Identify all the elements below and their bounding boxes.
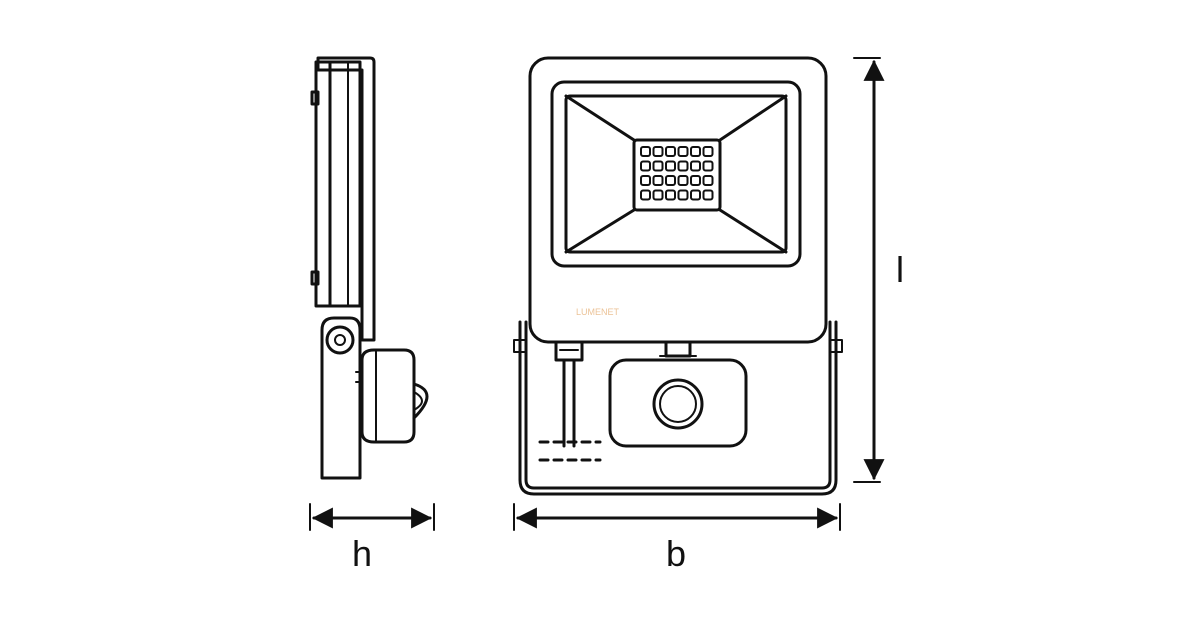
watermark-text: LUMENET [576, 307, 620, 317]
led-cell [702, 175, 714, 186]
dimension-h: h [309, 503, 435, 574]
led-cell [665, 175, 676, 186]
led-cell [702, 189, 714, 201]
led-cell [690, 175, 701, 186]
led-cell [652, 175, 664, 186]
led-cell [665, 160, 676, 172]
led-cell [640, 160, 651, 172]
led-cell [652, 160, 664, 172]
led-cell [640, 146, 651, 157]
led-array [640, 146, 714, 201]
led-cell [677, 189, 689, 201]
led-cell [677, 175, 689, 186]
led-cell [702, 160, 714, 172]
led-cell [677, 160, 689, 172]
dimension-b: b [513, 503, 841, 574]
dimension-l-label: l [896, 249, 904, 290]
led-cell [690, 146, 701, 157]
led-cell [677, 146, 689, 157]
led-cell [640, 175, 651, 186]
led-cell [652, 189, 664, 201]
led-cell [690, 189, 701, 201]
front-view: LUMENET [513, 56, 843, 496]
dimension-b-label: b [666, 533, 686, 574]
led-cell [690, 160, 701, 172]
led-cell [665, 146, 676, 157]
led-cell [702, 146, 714, 157]
dimension-h-label: h [352, 533, 372, 574]
led-cell [640, 189, 651, 201]
dimension-l: l [853, 57, 904, 483]
led-cell [652, 146, 664, 157]
side-view [310, 56, 429, 480]
led-cell [665, 189, 676, 201]
